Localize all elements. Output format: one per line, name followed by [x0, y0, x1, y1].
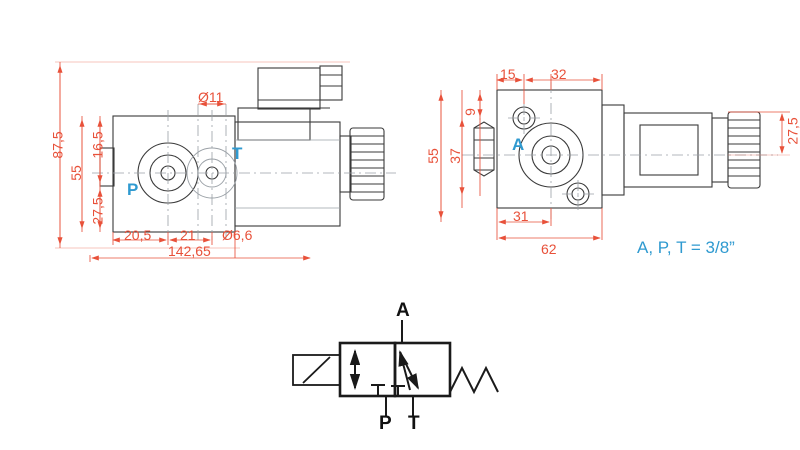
hex-nut-icon	[473, 121, 495, 177]
dim-mount-height: 55	[67, 165, 84, 181]
schematic-flow-arrows	[349, 320, 419, 417]
dim-bolt-spacing-v: 37	[446, 148, 463, 164]
port-label-p: P	[127, 180, 139, 199]
dim-bore-dia-11: Ø11	[198, 89, 224, 105]
dim-body-width: 62	[541, 241, 557, 257]
dim-lower-offset: 27,5	[89, 197, 106, 225]
knurled-knob-icon	[339, 127, 385, 201]
dim-top-offset: 9	[461, 108, 478, 116]
schematic-symbol-geometry	[292, 341, 499, 398]
dim-upper-offset: 16,5	[89, 131, 106, 159]
dim-body-height: 55	[424, 148, 441, 164]
port-label-a: A	[512, 135, 525, 154]
dim-edge-to-hole: 15	[500, 66, 516, 82]
dim-port-spacing-1: 20,5	[124, 227, 152, 243]
dim-hole-dia-6-6: Ø6,6	[222, 227, 253, 243]
port-label-t: T	[232, 144, 243, 163]
dim-overall-length: 142,65	[168, 243, 211, 259]
schematic-label-a: A	[396, 300, 410, 321]
schematic-label-t: T	[408, 413, 420, 434]
front-view-centerlines	[462, 82, 778, 222]
knurled-knob-right-icon	[727, 111, 761, 189]
schematic-label-p: P	[379, 413, 392, 434]
front-view-dimensions	[438, 74, 790, 241]
side-view-dimensions	[55, 61, 350, 262]
dim-knob-height: 27,5	[784, 117, 800, 145]
dim-overall-height: 87,5	[49, 131, 66, 159]
side-view-centerlines	[92, 104, 396, 240]
dim-bolt-spacing-h: 31	[513, 208, 529, 224]
dim-port-spacing-2: 21	[180, 227, 196, 243]
dim-hole-to-center: 32	[551, 66, 567, 82]
thread-size-note: A, P, T = 3/8”	[637, 238, 735, 257]
